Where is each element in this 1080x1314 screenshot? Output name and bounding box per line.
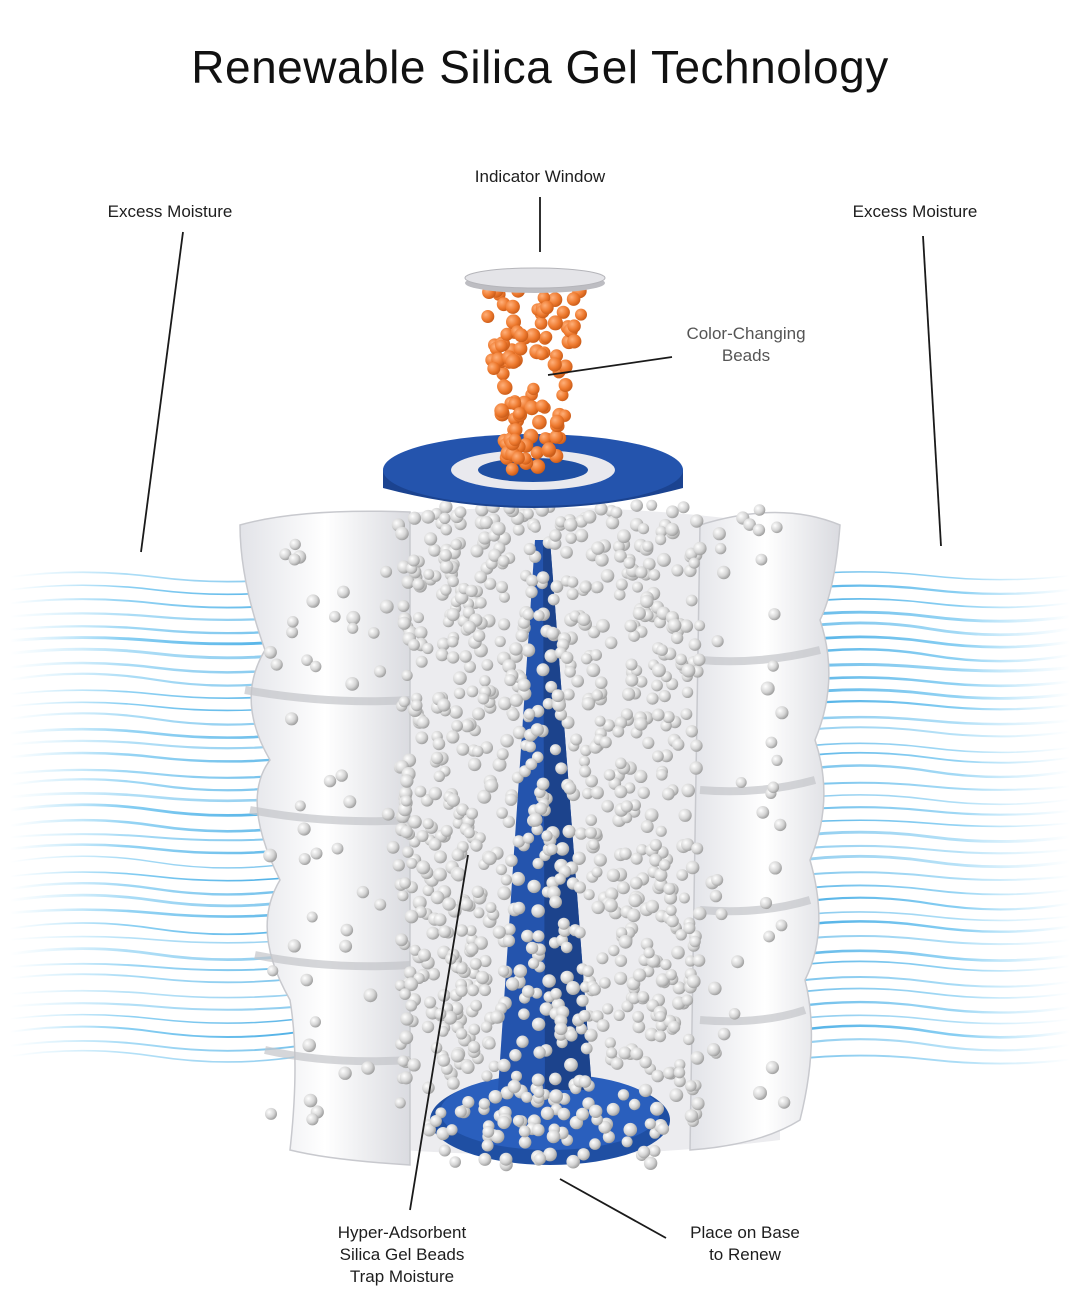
indicator-window-label: Indicator Window — [474, 167, 606, 186]
excess-moisture-left-leader — [140, 231, 184, 553]
base-label-line2: to Renew — [709, 1245, 781, 1264]
moisture-waves-right — [789, 571, 1071, 1065]
color-changing-label-line1: Color-Changing — [686, 324, 806, 343]
base-label-line1: Place on Base — [690, 1223, 800, 1242]
indicator-window-disc — [464, 267, 606, 293]
diagram-title: Renewable Silica Gel Technology — [191, 41, 889, 93]
place-on-base-leader — [559, 1178, 667, 1239]
color-changing-leader — [547, 356, 673, 376]
excess-moisture-right-label: Excess Moisture — [852, 202, 978, 221]
left-shell — [239, 510, 411, 1166]
excess-moisture-right-leader — [922, 235, 942, 547]
moisture-waves-left — [9, 571, 301, 1063]
hyper-label-line2: Silica Gel Beads — [339, 1245, 465, 1264]
hyper-adsorbent-label: Hyper-Adsorbent Silica Gel Beads Trap Mo… — [312, 1222, 492, 1288]
hyper-label-line3: Trap Moisture — [349, 1267, 455, 1286]
color-changing-label-line2: Beads — [721, 346, 771, 365]
right-shell — [689, 511, 841, 1151]
hyper-label-line1: Hyper-Adsorbent — [337, 1223, 467, 1242]
color-changing-beads-label: Color-Changing Beads — [665, 323, 827, 367]
excess-moisture-left-label: Excess Moisture — [107, 202, 233, 221]
place-on-base-label: Place on Base to Renew — [670, 1222, 820, 1266]
hyper-adsorbent-leader — [409, 854, 469, 1211]
color-changing-bead-stream — [481, 283, 587, 476]
silica-gel-bead-fill — [263, 499, 791, 1172]
